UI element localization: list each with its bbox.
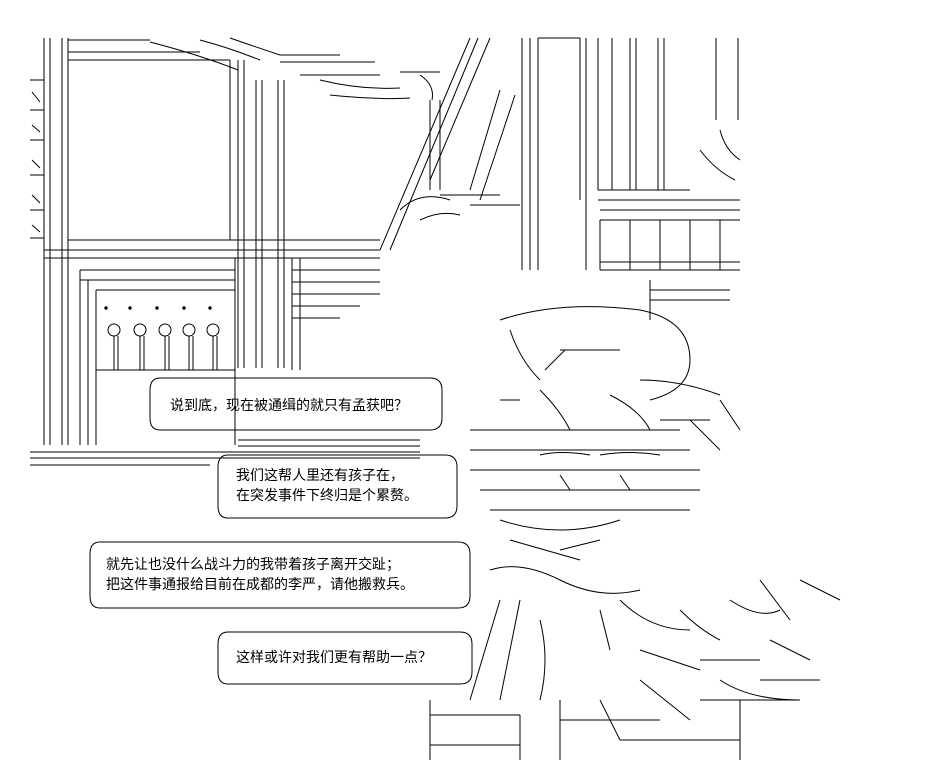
lanterns <box>104 306 220 370</box>
roof-eaves <box>149 37 440 101</box>
bubble3-line2: 把这件事通报给目前在成都的李严，请他搬救兵。 <box>106 576 414 593</box>
left-building <box>30 38 420 466</box>
bubble-texts: 说到底，现在被通缉的就只有孟获吧？ 我们这帮人里还有孩子在， 在突发事件下终归是… <box>106 398 432 666</box>
bubble3-line1: 就先让也没什么战斗力的我带着孩子离开交趾； <box>106 556 400 573</box>
bubble-frames <box>89 377 473 685</box>
central-gate <box>379 37 520 251</box>
character-body <box>429 566 841 760</box>
bubble2-line1: 我们这帮人里还有孩子在， <box>236 467 404 484</box>
bubble1-line1: 说到底，现在被通缉的就只有孟获吧？ <box>170 398 408 414</box>
character-head <box>499 306 741 451</box>
character-face <box>470 429 700 561</box>
bubble2-line2: 在突发事件下终归是个累赘。 <box>236 487 418 504</box>
bubble4-line1: 这样或许对我们更有帮助一点？ <box>236 649 432 666</box>
right-building <box>521 37 741 320</box>
